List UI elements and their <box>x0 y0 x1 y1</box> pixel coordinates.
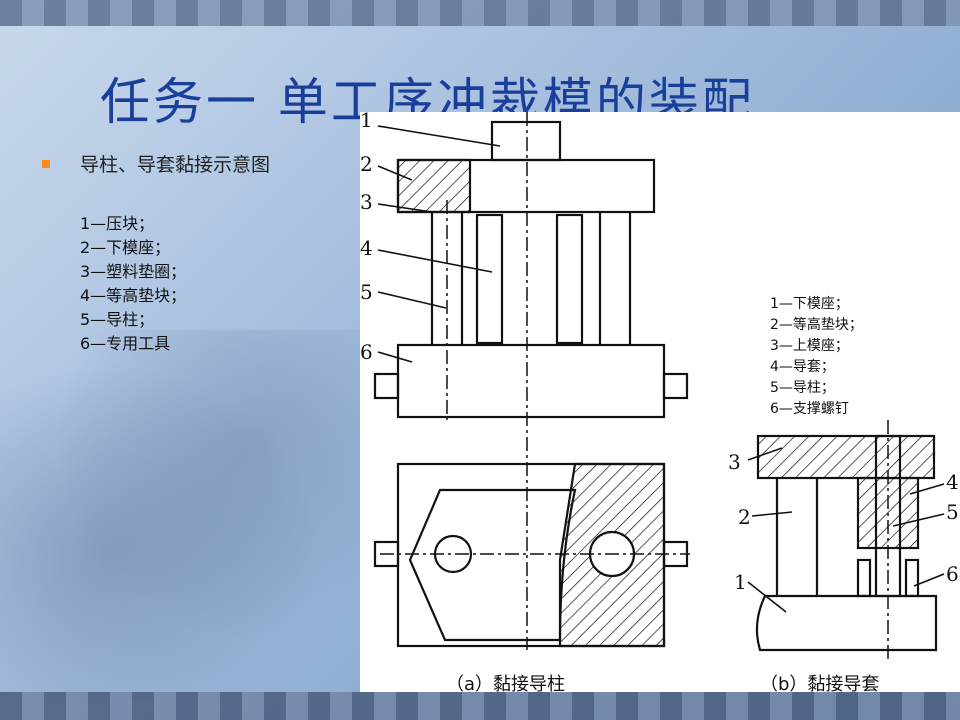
legend-left-item: 4—等高垫块； <box>80 286 187 305</box>
bullet-text: 导柱、导套黏接示意图 <box>80 154 271 176</box>
fig-a-label-6: 6 <box>360 340 373 364</box>
bullet-item: 导柱、导套黏接示意图 <box>42 150 270 177</box>
leader-b5 <box>892 513 945 527</box>
bolt-right <box>662 372 689 400</box>
fig-b-label-6: 6 <box>946 562 959 586</box>
leader-a4 <box>377 249 493 273</box>
fig-a-label-1: 1 <box>360 108 373 132</box>
legend-right: 1—下模座； 2—等高垫块； 3—上模座； 4—导套； 5—导柱； 6—支撑螺钉 <box>770 294 863 420</box>
decorative-top-band <box>0 0 960 26</box>
fig-b-label-3: 3 <box>728 450 741 474</box>
leader-b2 <box>751 511 793 517</box>
support-screw-left <box>856 558 872 598</box>
leader-a1 <box>377 125 501 147</box>
leader-b4 <box>909 483 945 495</box>
upper-die-seat <box>756 434 936 480</box>
fig-a-label-4: 4 <box>360 236 373 260</box>
legend-right-item: 5—导柱； <box>770 380 835 396</box>
fig-a-label-3: 3 <box>360 190 373 214</box>
legend-left-item: 6—专用工具 <box>80 334 171 353</box>
plastic-washer-hatch <box>396 158 472 214</box>
leader-b1 <box>747 581 787 613</box>
fig-a-label-2: 2 <box>360 152 373 176</box>
lower-die-seat-b <box>755 594 938 652</box>
plan-cutout <box>408 488 577 642</box>
legend-right-item: 6—支撑螺钉 <box>770 401 849 417</box>
leader-a2 <box>377 165 413 181</box>
support-screw-right <box>904 558 920 598</box>
legend-left-item: 1—压块； <box>80 214 155 233</box>
caption-figure-b: （b）黏接导套 <box>760 674 880 695</box>
caption-figure-a: （a）黏接导柱 <box>446 674 566 695</box>
leader-b3 <box>747 447 783 461</box>
legend-right-item: 3—上模座； <box>770 338 849 354</box>
fig-b-label-2: 2 <box>738 505 751 529</box>
great-wall-background <box>0 330 360 700</box>
legend-left-item: 5—导柱； <box>80 310 155 329</box>
leader-b6 <box>913 573 945 587</box>
leader-a3 <box>377 203 433 213</box>
fig-a-label-5: 5 <box>360 280 373 304</box>
pressure-block <box>490 120 562 162</box>
bullet-square-icon <box>42 159 50 168</box>
legend-left: 1—压块； 2—下模座； 3—塑料垫圈； 4—等高垫块； 5—导柱； 6—专用工… <box>80 212 186 356</box>
bolt-left <box>373 372 400 400</box>
fig-b-label-5: 5 <box>946 500 959 524</box>
legend-left-item: 2—下模座； <box>80 238 171 257</box>
legend-right-item: 4—导套； <box>770 359 835 375</box>
fig-b-label-1: 1 <box>734 570 747 594</box>
legend-right-item: 2—等高垫块； <box>770 317 863 333</box>
special-tool <box>396 343 666 419</box>
height-block-left <box>475 213 504 345</box>
legend-right-item: 1—下模座； <box>770 296 849 312</box>
fig-b-label-4: 4 <box>946 470 959 494</box>
legend-left-item: 3—塑料垫圈； <box>80 262 187 281</box>
decorative-bottom-band <box>0 692 960 720</box>
height-block-right <box>555 213 584 345</box>
leader-a6 <box>377 351 413 363</box>
leader-a5 <box>377 291 447 309</box>
